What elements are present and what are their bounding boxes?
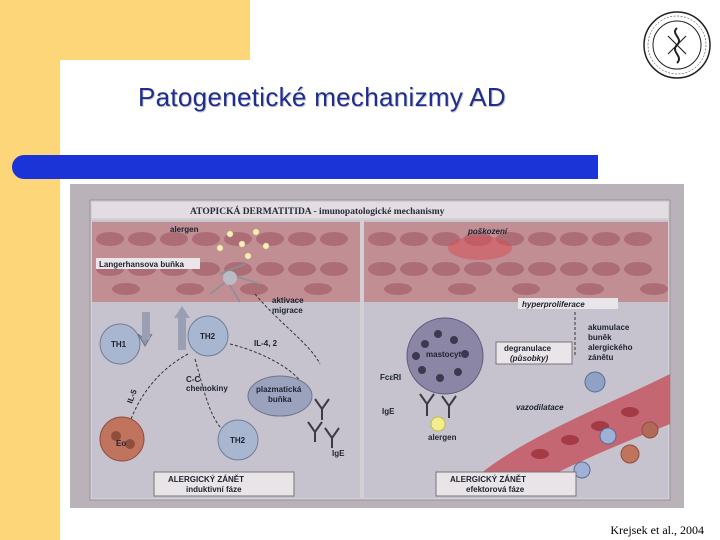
label-th2-bottom: TH2 [230,436,246,445]
label-plazmaticka: plazmatická [256,385,302,394]
label-il42: IL-4, 2 [254,339,278,348]
citation: Krejsek et al., 2004 [610,523,704,538]
label-hyperproliferace: hyperproliferace [522,300,585,309]
label-aktivace: aktivace [272,296,304,305]
label-migrace: migrace [272,306,303,315]
right-panel: poškození hyperproliferace mastocyt degr… [364,220,670,498]
left-accent-band [0,0,60,540]
university-seal-icon [640,8,714,82]
label-eo: Eo [116,439,126,448]
left-panel: alergen Langerhansova buňka aktivace mig… [92,220,360,498]
label-th1: TH1 [111,340,127,349]
label-fcri: FcεRI [380,373,401,382]
label-alergen-right: alergen [428,433,457,442]
top-accent-band [60,0,250,60]
figure-header: ATOPICKÁ DERMATITIDA - imunopatologické … [190,205,445,217]
right-footer-line1: ALERGICKÝ ZÁNĚT [450,475,526,484]
label-poskozeni: poškození [467,227,509,236]
label-pusobky: (působky) [510,354,549,363]
label-alergickeho: alergického [588,343,633,352]
label-cc: C-C [186,375,200,384]
title-underline-bar [12,155,598,179]
label-chemokiny: chemokiny [186,384,228,393]
label-degranulace: degranulace [504,344,552,353]
label-vazodilatace: vazodilatace [516,403,564,412]
label-mastocyt: mastocyt [426,350,461,359]
label-ige-left: IgE [332,449,345,458]
label-th2-top: TH2 [200,332,216,341]
page-title: Patogenetické mechanizmy AD [138,82,506,113]
label-akumulace: akumulace [588,323,630,332]
label-ige-right: IgE [382,407,395,416]
label-bunek: buněk [588,333,612,342]
pathogenesis-figure: ATOPICKÁ DERMATITIDA - imunopatologické … [70,184,684,508]
label-langerhans: Langerhansova buňka [99,260,184,269]
label-zanetu: zánětu [588,353,613,362]
right-footer-line2: efektorová fáze [466,485,525,494]
label-alergen-left: alergen [170,225,199,234]
label-bunka-left: buňka [268,395,292,404]
left-footer-line1: ALERGICKÝ ZÁNĚT [168,475,244,484]
left-footer-line2: induktivní fáze [186,485,242,494]
